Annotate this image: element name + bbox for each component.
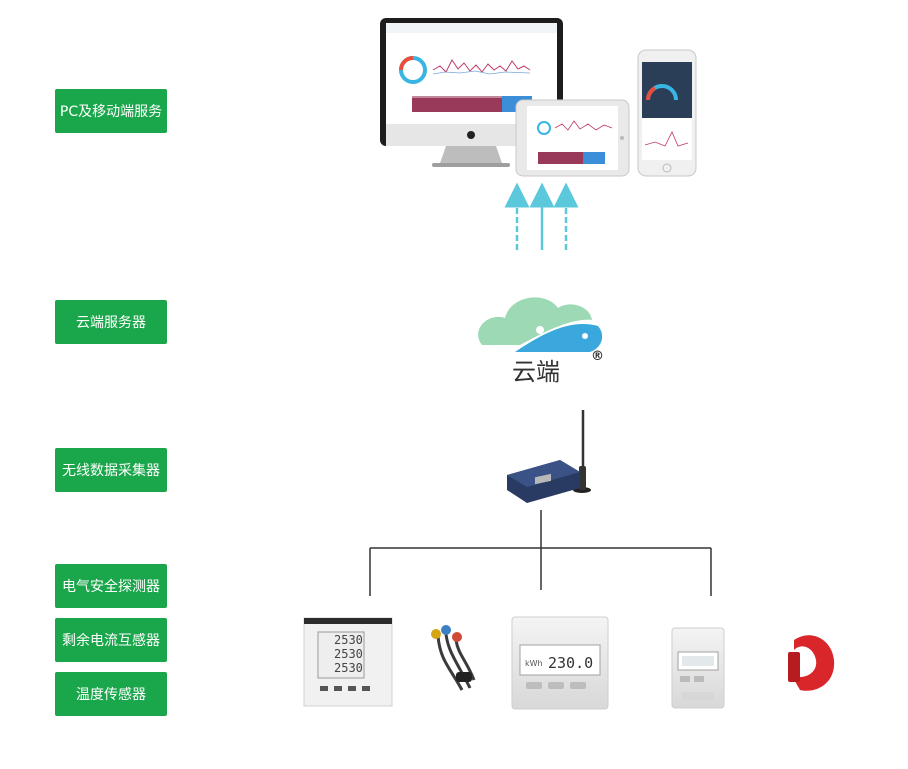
apple-logo-icon <box>467 131 475 139</box>
upload-arrows <box>504 182 579 250</box>
panel-meter-line-2: 2530 <box>334 647 363 661</box>
label-cloud-server: 云端服务器 <box>55 300 167 344</box>
connection-lines <box>369 510 712 596</box>
din-rail-small-meter <box>671 627 725 709</box>
wireless-collector-device <box>507 410 591 503</box>
label-safety-detector: 电气安全探测器 <box>55 564 167 608</box>
split-core-current-transformer <box>788 635 835 691</box>
monitor-bar-chart <box>412 96 532 112</box>
cloud-blue-icon <box>515 323 603 352</box>
mobile-phone <box>637 49 697 177</box>
tablet-device <box>515 99 630 177</box>
cloud-name: 云端 <box>512 358 560 386</box>
din-meter-reading: 230.0 <box>548 654 593 672</box>
panel-multifunction-meter: 2530 2530 2530 <box>303 617 393 707</box>
label-wireless-collector: 无线数据采集器 <box>55 448 167 492</box>
cloud-green-icon <box>478 297 592 345</box>
label-residual-current-transformer: 剩余电流互感器 <box>55 618 167 662</box>
label-pc-mobile-service: PC及移动端服务 <box>55 89 167 133</box>
panel-meter-line-3: 2530 <box>334 661 363 675</box>
din-rail-energy-meter: kWh 230.0 <box>511 616 609 710</box>
label-temperature-sensor: 温度传感器 <box>55 672 167 716</box>
registered-mark: ® <box>591 349 604 364</box>
din-meter-unit: kWh <box>525 659 543 668</box>
cloud-logo: 云端 ® <box>478 297 604 386</box>
temperature-sensor-probes <box>431 625 476 691</box>
panel-meter-line-1: 2530 <box>334 633 363 647</box>
